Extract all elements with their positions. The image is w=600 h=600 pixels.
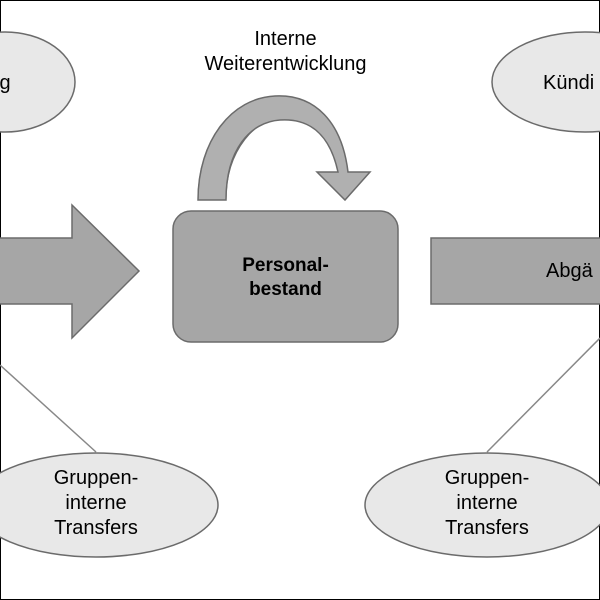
bottom-left-ellipse: [0, 452, 219, 558]
bottom-left-ellipse-label: Gruppen- interne Transfers: [0, 466, 192, 541]
personnel-stock-line-2: bestand: [249, 279, 322, 300]
personnel-stock-line-1: Personal-: [242, 255, 329, 276]
connector-line-left: [0, 364, 97, 453]
top-right-ellipse-label: Kündi: [543, 72, 595, 94]
bottom-left-line-2: interne: [65, 492, 127, 514]
inflow-arrow: [0, 203, 141, 340]
bottom-right-line-3: Transfers: [445, 517, 529, 539]
curved-arrow: [197, 95, 372, 202]
personnel-stock-box: [172, 210, 399, 343]
bottom-left-line-1: Gruppen-: [53, 467, 139, 489]
bottom-right-ellipse-label: Gruppen- interne Transfers: [391, 466, 583, 541]
top-left-ellipse-label: g: [0, 72, 11, 94]
internal-development-line-1: Interne: [254, 28, 317, 50]
top-right-ellipse: [491, 31, 600, 133]
personnel-stock-label: Personal- bestand: [173, 254, 398, 302]
internal-development-line-2: Weiterentwicklung: [204, 53, 367, 75]
top-left-ellipse: [0, 31, 76, 133]
bottom-right-line-1: Gruppen-: [444, 467, 530, 489]
bottom-right-ellipse: [364, 452, 600, 558]
connector-line-right: [486, 337, 600, 453]
internal-development-label: Interne Weiterentwicklung: [178, 27, 393, 77]
bottom-right-line-2: interne: [456, 492, 518, 514]
outflow-arrow: [430, 237, 600, 305]
outflow-arrow-label: Abgä: [546, 260, 593, 282]
bottom-left-line-3: Transfers: [54, 517, 138, 539]
